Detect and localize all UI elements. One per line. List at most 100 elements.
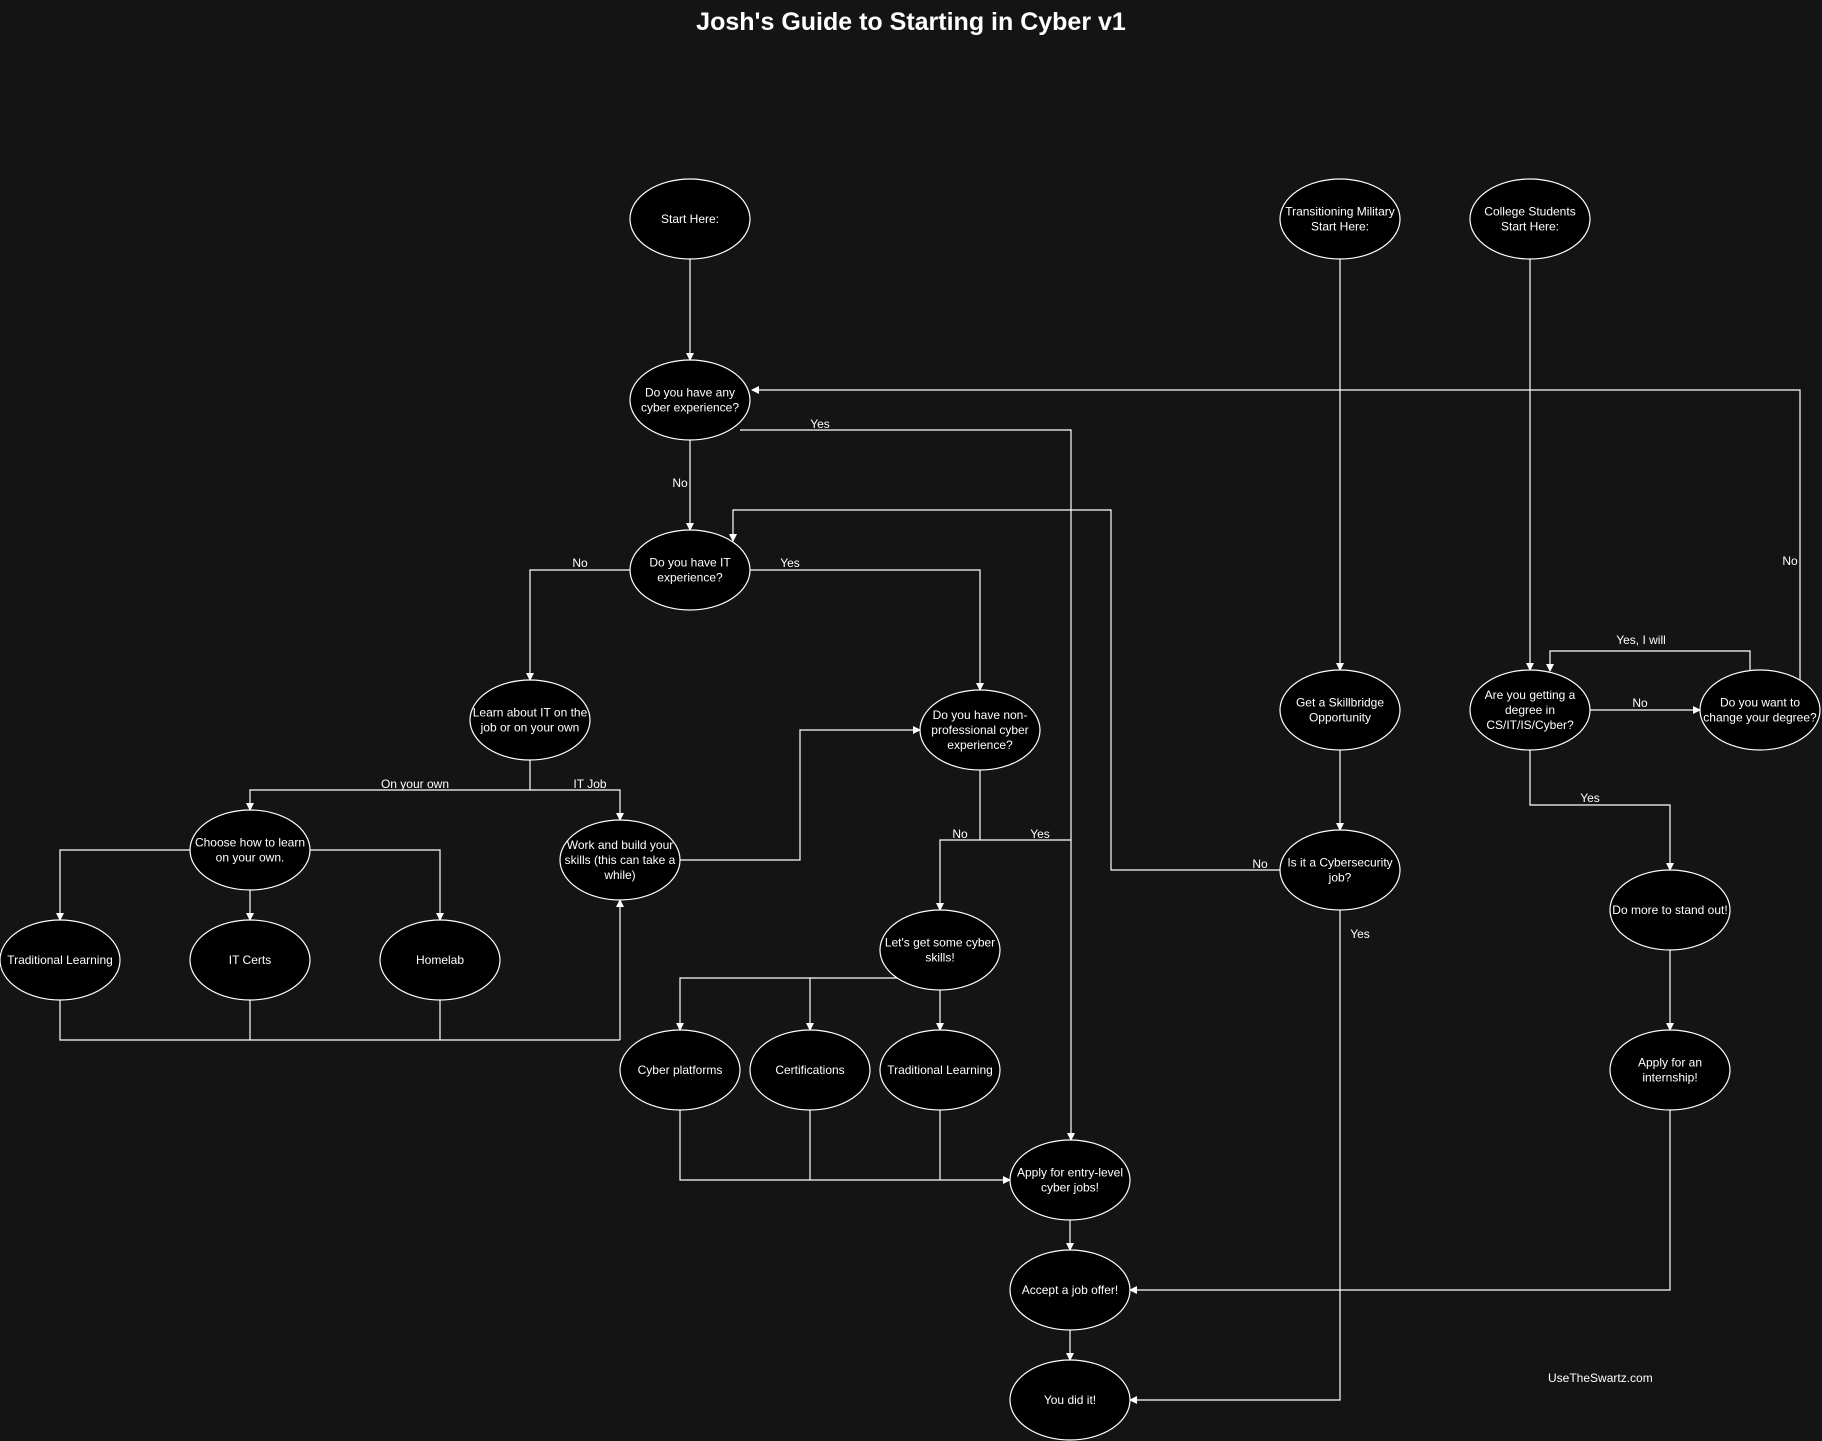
node-label: Homelab xyxy=(416,953,464,967)
node-shape xyxy=(1279,829,1401,911)
node-label: Let's get some cyber xyxy=(885,936,995,950)
edge-is-cyber-job-yes-to-did-it xyxy=(1129,910,1341,1404)
edge-label-cyber-exp-yes: Yes xyxy=(810,417,830,431)
edge-label-change-no: No xyxy=(1782,554,1798,568)
node-shape xyxy=(0,919,121,1001)
edge-internship-to-accept xyxy=(1129,1110,1671,1294)
edge-label-nonpro-yes: Yes xyxy=(1030,827,1050,841)
node-label: Certifications xyxy=(775,1063,844,1077)
node-shape xyxy=(629,178,751,260)
node-shape xyxy=(1469,178,1591,260)
node-shape xyxy=(379,919,501,1001)
node-trad-left: Traditional Learning xyxy=(0,919,121,1001)
node-shape xyxy=(879,1029,1001,1111)
node-shape xyxy=(1279,178,1401,260)
edge-it-exp-yes-to-nonpro xyxy=(750,569,984,691)
edge-label-cyber-exp-no: No xyxy=(672,476,688,490)
node-shape xyxy=(1279,669,1401,751)
node-label: CS/IT/IS/Cyber? xyxy=(1486,718,1574,732)
node-label: Do you want to xyxy=(1720,696,1800,710)
edge-trad-left-merge xyxy=(59,1000,620,1041)
edge-platforms-merge xyxy=(679,1110,1011,1184)
node-label: Get a Skillbridge xyxy=(1296,696,1384,710)
node-shape xyxy=(189,919,311,1001)
node-nonpro: Do you have non-professional cyberexperi… xyxy=(919,689,1041,771)
node-shape xyxy=(749,1029,871,1111)
edges-layer xyxy=(56,259,1801,1404)
edge-nonpro-no-to-cyber-skills xyxy=(936,839,980,911)
node-shape xyxy=(629,359,751,441)
node-label: Choose how to learn xyxy=(195,836,305,850)
node-label: skills (this can take a xyxy=(565,853,676,867)
node-label: Do more to stand out! xyxy=(1612,903,1727,917)
diagram-title: Josh's Guide to Starting in Cyber v1 xyxy=(696,8,1126,36)
node-label: Work and build your xyxy=(567,838,674,852)
node-label: Traditional Learning xyxy=(887,1063,993,1077)
node-shape xyxy=(619,1029,741,1111)
node-label: Apply for entry-level xyxy=(1017,1166,1123,1180)
node-label: Transitioning Military xyxy=(1285,205,1395,219)
node-shape xyxy=(1469,669,1591,751)
node-label: cyber experience? xyxy=(641,401,739,415)
edge-cyber-exp-yes-to-apply xyxy=(740,429,1075,1141)
node-label: Do you have IT xyxy=(649,556,731,570)
node-label: experience? xyxy=(947,738,1013,752)
node-shape xyxy=(1009,1359,1131,1441)
node-label: Do you have non- xyxy=(933,708,1028,722)
node-shape xyxy=(1699,669,1821,751)
edge-it-job-to-work xyxy=(530,789,624,821)
edge-label-yes-i-will: Yes, I will xyxy=(1616,633,1666,647)
node-cyber-platforms: Cyber platforms xyxy=(619,1029,741,1111)
node-label: Are you getting a xyxy=(1485,688,1576,702)
node-shape xyxy=(1609,869,1731,951)
edge-label-it-job: IT Job xyxy=(573,777,606,791)
node-label: change your degree? xyxy=(1703,711,1817,725)
edge-label-degree-yes: Yes xyxy=(1580,791,1600,805)
node-label: Accept a job offer! xyxy=(1022,1283,1119,1297)
node-label: Do you have any xyxy=(645,386,735,400)
node-label: job? xyxy=(1328,871,1352,885)
edge-label-on-your-own: On your own xyxy=(381,777,449,791)
node-label: Start Here: xyxy=(1501,220,1559,234)
node-label: Is it a Cybersecurity xyxy=(1287,856,1392,870)
node-label: Apply for an xyxy=(1638,1056,1702,1070)
edge-change-no-to-cyber-exp xyxy=(751,386,1801,680)
node-did-it: You did it! xyxy=(1009,1359,1131,1441)
node-shape xyxy=(1009,1139,1131,1221)
edge-nonpro-split xyxy=(979,770,1071,841)
node-shape xyxy=(629,529,751,611)
edge-work-to-nonpro xyxy=(680,726,921,861)
node-shape xyxy=(559,819,681,901)
footer-credit: UseTheSwartz.com xyxy=(1548,1371,1653,1385)
edge-choose-to-trad-left xyxy=(56,849,190,921)
node-label: College Students xyxy=(1484,205,1575,219)
node-it-certs: IT Certs xyxy=(189,919,311,1001)
node-label: degree in xyxy=(1505,703,1555,717)
node-label: while) xyxy=(603,868,635,882)
node-label: Traditional Learning xyxy=(7,953,113,967)
node-label: IT Certs xyxy=(229,953,271,967)
edge-label-degree-no: No xyxy=(1632,696,1648,710)
node-label: You did it! xyxy=(1044,1393,1096,1407)
node-label: cyber jobs! xyxy=(1041,1181,1099,1195)
edge-label-nonpro-no: No xyxy=(952,827,968,841)
edge-cyber-skills-to-platforms xyxy=(676,977,900,1031)
node-shape xyxy=(919,689,1041,771)
node-label: internship! xyxy=(1642,1071,1697,1085)
node-accept: Accept a job offer! xyxy=(1009,1249,1131,1331)
edge-degree-yes-to-stand-out xyxy=(1529,750,1674,871)
edge-label-it-exp-yes: Yes xyxy=(780,556,800,570)
